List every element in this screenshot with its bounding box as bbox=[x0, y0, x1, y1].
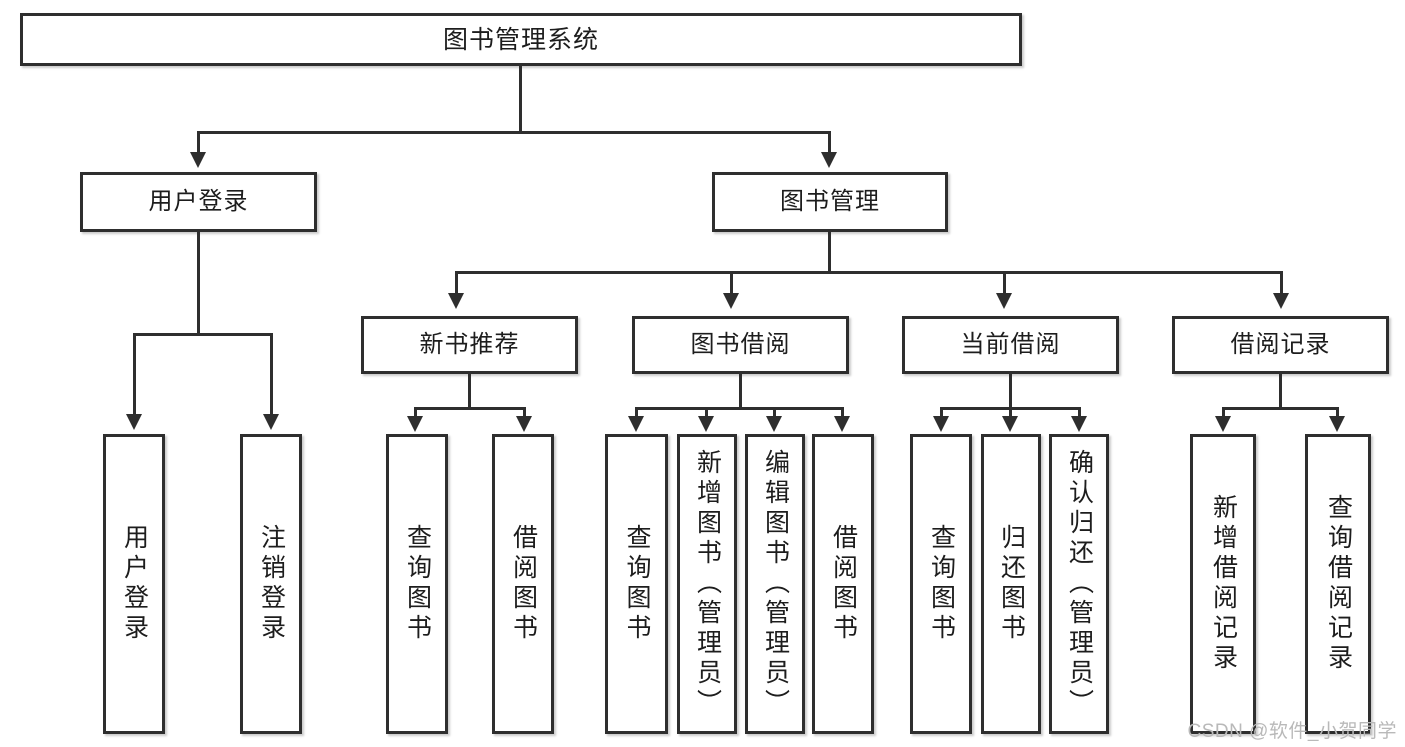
connector-book-borrow-c2 bbox=[705, 407, 708, 419]
connector-borrow-record-bus bbox=[1222, 407, 1339, 410]
leaf-query-book-recommend[interactable]: 查询图书 bbox=[386, 434, 448, 734]
leaf-edit-book-admin[interactable]: 编辑图书（管理员） bbox=[745, 434, 805, 734]
node-label: 注销登录 bbox=[257, 524, 286, 644]
connector-book-borrow-c1 bbox=[635, 407, 638, 419]
connector-root-to-book-mgmt bbox=[828, 131, 831, 155]
connector-borrow-record-c1 bbox=[1222, 407, 1225, 419]
leaf-confirm-return-admin[interactable]: 确认归还（管理员） bbox=[1049, 434, 1109, 734]
arrowhead-current-borrow-c1 bbox=[933, 416, 949, 432]
connector-user-login-right bbox=[270, 333, 273, 417]
node-user-login[interactable]: 用户登录 bbox=[80, 172, 317, 232]
leaf-user-login[interactable]: 用户登录 bbox=[103, 434, 165, 734]
leaf-add-borrow-record[interactable]: 新增借阅记录 bbox=[1190, 434, 1256, 734]
node-root-system[interactable]: 图书管理系统 bbox=[20, 13, 1022, 66]
leaf-borrow-book[interactable]: 借阅图书 bbox=[812, 434, 874, 734]
node-label: 确认归还（管理员） bbox=[1065, 449, 1094, 719]
connector-book-mgmt-stem bbox=[828, 232, 831, 274]
arrowhead-book-borrow-c2 bbox=[698, 416, 714, 432]
node-current-borrow[interactable]: 当前借阅 bbox=[902, 316, 1119, 374]
connector-book-mgmt-bus bbox=[455, 271, 1283, 274]
node-label: 归还图书 bbox=[997, 524, 1026, 644]
arrowhead-current-borrow-c2 bbox=[1002, 416, 1018, 432]
leaf-add-book-admin[interactable]: 新增图书（管理员） bbox=[677, 434, 737, 734]
connector-root-to-user-login bbox=[197, 131, 200, 155]
arrowhead-book-borrow-c4 bbox=[834, 416, 850, 432]
node-new-book-recommend[interactable]: 新书推荐 bbox=[361, 316, 578, 374]
watermark: CSDN @软件_小贺同学 bbox=[1187, 721, 1397, 742]
arrowhead-book-borrow-c1 bbox=[628, 416, 644, 432]
node-label: 图书管理系统 bbox=[442, 25, 599, 54]
connector-borrow-record-c2 bbox=[1336, 407, 1339, 419]
node-label: 借阅记录 bbox=[1230, 330, 1331, 358]
node-label: 查询借阅记录 bbox=[1324, 494, 1353, 674]
node-label: 用户登录 bbox=[120, 524, 149, 644]
node-book-management[interactable]: 图书管理 bbox=[712, 172, 948, 232]
arrowhead-borrow-record bbox=[1273, 293, 1289, 309]
connector-current-borrow-c1 bbox=[940, 407, 943, 419]
arrowhead-book-borrow-c3 bbox=[766, 416, 782, 432]
leaf-borrow-book-recommend[interactable]: 借阅图书 bbox=[492, 434, 554, 734]
arrowhead-book-mgmt bbox=[821, 152, 837, 168]
node-label: 图书借阅 bbox=[690, 330, 791, 358]
connector-new-book-bus bbox=[414, 407, 526, 410]
node-label: 新书推荐 bbox=[419, 330, 520, 358]
leaf-query-borrow-record[interactable]: 查询借阅记录 bbox=[1305, 434, 1371, 734]
connector-current-borrow-c2 bbox=[1009, 407, 1012, 419]
connector-user-login-bus bbox=[133, 333, 273, 336]
connector-to-borrow-record bbox=[1280, 271, 1283, 296]
arrowhead-borrow-record-c2 bbox=[1329, 416, 1345, 432]
connector-to-book-borrow bbox=[730, 271, 733, 296]
connector-user-login-left bbox=[133, 333, 136, 417]
leaf-query-book-current[interactable]: 查询图书 bbox=[910, 434, 972, 734]
connector-book-borrow-stem bbox=[739, 374, 742, 409]
leaf-logout[interactable]: 注销登录 bbox=[240, 434, 302, 734]
connector-user-login-stem bbox=[197, 232, 200, 335]
connector-book-borrow-c3 bbox=[773, 407, 776, 419]
connector-new-book-c2 bbox=[523, 407, 526, 419]
node-label: 查询图书 bbox=[403, 524, 432, 644]
connector-to-new-book bbox=[455, 271, 458, 296]
node-label: 编辑图书（管理员） bbox=[761, 449, 790, 719]
connector-current-borrow-stem bbox=[1009, 374, 1012, 409]
connector-borrow-record-stem bbox=[1279, 374, 1282, 409]
arrowhead-new-book bbox=[448, 293, 464, 309]
node-label: 用户登录 bbox=[148, 187, 249, 215]
arrowhead-leaf-user-login bbox=[126, 414, 142, 430]
node-label: 借阅图书 bbox=[829, 524, 858, 644]
node-label: 借阅图书 bbox=[509, 524, 538, 644]
arrowhead-borrow-record-c1 bbox=[1215, 416, 1231, 432]
arrowhead-user-login bbox=[190, 152, 206, 168]
leaf-query-book-borrow[interactable]: 查询图书 bbox=[605, 434, 668, 734]
node-book-borrow[interactable]: 图书借阅 bbox=[632, 316, 849, 374]
arrowhead-new-book-c2 bbox=[516, 416, 532, 432]
connector-new-book-c1 bbox=[414, 407, 417, 419]
node-borrow-record[interactable]: 借阅记录 bbox=[1172, 316, 1389, 374]
connector-book-borrow-c4 bbox=[841, 407, 844, 419]
node-label: 新增图书（管理员） bbox=[693, 449, 722, 719]
arrowhead-leaf-logout bbox=[263, 414, 279, 430]
connector-root-bus bbox=[197, 131, 831, 134]
arrowhead-current-borrow bbox=[996, 293, 1012, 309]
connector-to-current-borrow bbox=[1003, 271, 1006, 296]
arrowhead-book-borrow bbox=[723, 293, 739, 309]
node-label: 新增借阅记录 bbox=[1209, 494, 1238, 674]
node-label: 查询图书 bbox=[927, 524, 956, 644]
node-label: 查询图书 bbox=[623, 524, 651, 644]
leaf-return-book[interactable]: 归还图书 bbox=[981, 434, 1041, 734]
node-label: 图书管理 bbox=[780, 187, 880, 215]
node-label: 当前借阅 bbox=[960, 330, 1061, 358]
connector-root-stem bbox=[519, 66, 522, 133]
arrowhead-new-book-c1 bbox=[407, 416, 423, 432]
connector-book-borrow-bus bbox=[635, 407, 843, 410]
connector-current-borrow-c3 bbox=[1078, 407, 1081, 419]
arrowhead-current-borrow-c3 bbox=[1071, 416, 1087, 432]
connector-new-book-stem bbox=[468, 374, 471, 409]
